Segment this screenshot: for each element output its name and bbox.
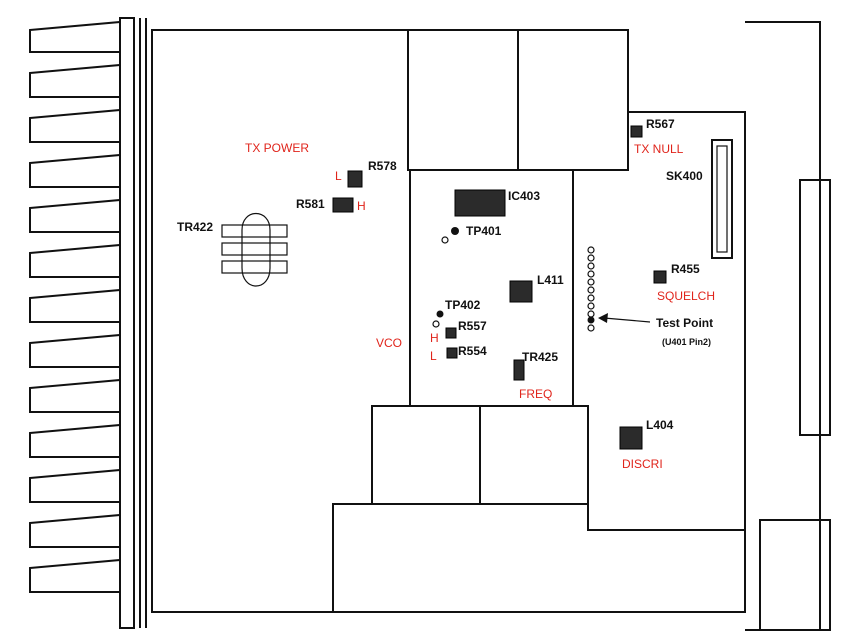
- test-point-label: Test Point: [656, 316, 713, 330]
- vco-annotation: VCO: [376, 336, 402, 350]
- tr422-transistor: [221, 213, 288, 287]
- heat-sink: [29, 17, 147, 629]
- r557-label: R557: [458, 319, 487, 333]
- tp402-ring: [432, 320, 440, 328]
- side-connector-housing: [745, 21, 831, 631]
- tp402-dot: [436, 310, 444, 318]
- squelch-annotation: SQUELCH: [657, 289, 715, 303]
- r578-label: R578: [368, 159, 397, 173]
- tp401-label: TP401: [466, 224, 502, 238]
- tr422-label: TR422: [177, 220, 213, 234]
- r581-component: [332, 197, 354, 213]
- r557-component: [445, 327, 457, 339]
- tp401-dot: [451, 227, 459, 235]
- tx-power-high-annotation: H: [357, 199, 366, 213]
- freq-annotation: FREQ: [519, 387, 552, 401]
- l411-label: L411: [537, 273, 564, 287]
- board-outline: [151, 29, 746, 613]
- sk400-label: SK400: [666, 169, 703, 183]
- ic403-component: [454, 189, 506, 217]
- r455-component: [653, 270, 667, 284]
- tx-power-annotation: TX POWER: [245, 141, 309, 155]
- l404-component: [619, 426, 643, 450]
- test-point-arrow: [598, 313, 651, 323]
- tr425-component: [513, 359, 525, 381]
- l404-label: L404: [646, 418, 674, 432]
- vco-low-annotation: L: [430, 349, 437, 363]
- r567-component: [630, 125, 643, 138]
- test-point-chain: [587, 246, 595, 332]
- vco-high-annotation: H: [430, 331, 439, 345]
- sk400-connector: [711, 139, 733, 259]
- r578-component: [347, 170, 363, 188]
- tx-power-low-annotation: L: [335, 169, 342, 183]
- l411-component: [509, 280, 533, 303]
- ic403-label: IC403: [508, 189, 540, 203]
- discri-annotation: DISCRI: [622, 457, 663, 471]
- tx-null-annotation: TX NULL: [634, 142, 684, 156]
- r567-label: R567: [646, 117, 675, 131]
- r455-label: R455: [671, 262, 700, 276]
- r581-label: R581: [296, 197, 325, 211]
- tr425-label: TR425: [522, 350, 558, 364]
- tp401-ring: [441, 236, 449, 244]
- test-point-sublabel: (U401 Pin2): [662, 337, 711, 347]
- r554-component: [446, 347, 458, 359]
- tp402-label: TP402: [445, 298, 481, 312]
- r554-label: R554: [458, 344, 487, 358]
